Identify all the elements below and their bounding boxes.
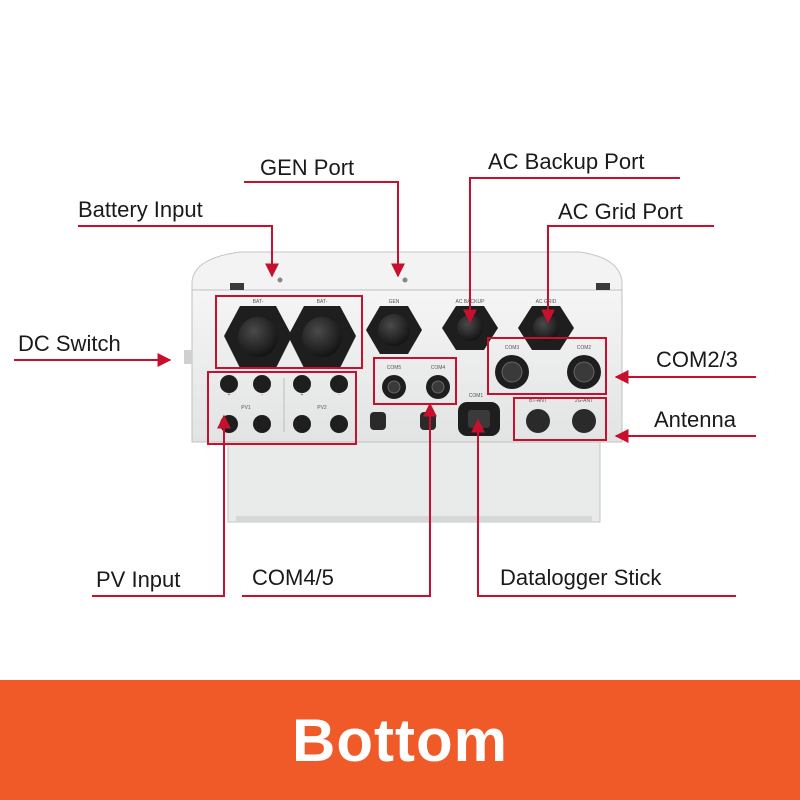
com23-highlight: [487, 337, 607, 395]
battery-highlight: [215, 295, 363, 369]
com-connector-face: [501, 361, 523, 383]
antenna-plug: [572, 409, 596, 433]
leader-gen-port: [244, 181, 405, 278]
callout-battery-input: Battery Input: [78, 197, 203, 222]
leader-battery-input: [78, 225, 279, 278]
mount-tab-left: [230, 283, 244, 290]
pv-highlight: [207, 371, 357, 445]
label-com5: COM5: [387, 365, 402, 371]
label-com-left: COM3: [505, 345, 520, 351]
pv-connector: [253, 375, 271, 393]
label-plus: +: [228, 392, 231, 398]
leader-datalogger: [471, 418, 736, 597]
com-connector-face: [387, 380, 401, 394]
label-minus: -: [338, 392, 340, 398]
bottom-banner: Bottom: [0, 680, 800, 800]
label-bat-1: BAT-: [253, 299, 264, 305]
vent-plug: [420, 412, 436, 430]
screw: [402, 277, 408, 283]
antenna-highlight: [513, 397, 607, 441]
screw: [277, 277, 283, 283]
com-connector-face: [431, 380, 445, 394]
callout-antenna: Antenna: [654, 407, 736, 432]
label-gen: GEN: [389, 299, 400, 305]
label-pv2: PV2: [317, 405, 327, 411]
pv-connector: [253, 415, 271, 433]
diagram-stage: BAT- BAT- GEN AC BACKUP AC GRID COM3 COM…: [14, 149, 756, 597]
inverter-diagram: BAT- BAT- GEN AC BACKUP AC GRID COM3 COM…: [14, 177, 756, 597]
callout-gen-port: GEN Port: [260, 155, 355, 180]
pv-connector: [220, 415, 238, 433]
com45-connectors: [382, 375, 450, 399]
lower-edge: [236, 516, 592, 522]
leader-ac-backup: [463, 177, 680, 324]
pv-connector: [330, 415, 348, 433]
callout-pv-input: PV Input: [96, 567, 181, 592]
com23-connectors: [495, 355, 601, 389]
label-pv1: PV1: [241, 405, 251, 411]
callout-ac-backup-port: AC Backup Port: [488, 149, 645, 174]
callout-datalogger-stick: Datalogger Stick: [500, 565, 662, 590]
com45-highlight: [373, 357, 457, 405]
pv-connector: [293, 375, 311, 393]
label-com1: COM1: [469, 393, 484, 399]
leader-lines: [14, 177, 756, 597]
label-plus: +: [301, 392, 304, 398]
callout-dc-switch: DC Switch: [18, 331, 121, 356]
mount-tab-right: [596, 283, 610, 290]
antenna-plug: [526, 409, 550, 433]
dc-switch-side: [184, 350, 192, 364]
battery-gland-cap: [238, 317, 278, 357]
callout-com45: COM4/5: [252, 565, 334, 590]
pv-connector: [293, 415, 311, 433]
top-cover: [191, 251, 623, 293]
label-2g-ant: 2G-ANT: [575, 398, 593, 404]
callout-com23: COM2/3: [656, 347, 738, 372]
leader-ac-grid: [541, 225, 714, 324]
vent-plug: [370, 412, 386, 430]
gen-gland: [366, 306, 422, 354]
leader-com45: [242, 402, 437, 597]
label-bt-ant: BT-ANT: [529, 398, 547, 404]
label-bat-2: BAT-: [317, 299, 328, 305]
banner-title: Bottom: [292, 706, 508, 774]
lower-housing: [227, 439, 601, 523]
leader-pv-input: [92, 414, 231, 597]
label-com4: COM4: [431, 365, 446, 371]
label-minus: -: [261, 392, 263, 398]
battery-glands: [224, 306, 356, 368]
antenna-plugs: [526, 409, 596, 433]
highlight-boxes: [207, 295, 607, 445]
battery-gland-cap: [302, 317, 342, 357]
gen-gland-cap: [378, 314, 410, 346]
pv-connector: [220, 375, 238, 393]
callout-ac-grid-port: AC Grid Port: [558, 199, 683, 224]
label-ac-grid: AC GRID: [536, 299, 557, 305]
pv-connector: [330, 375, 348, 393]
label-com-right: COM2: [577, 345, 592, 351]
com-connector-face: [573, 361, 595, 383]
